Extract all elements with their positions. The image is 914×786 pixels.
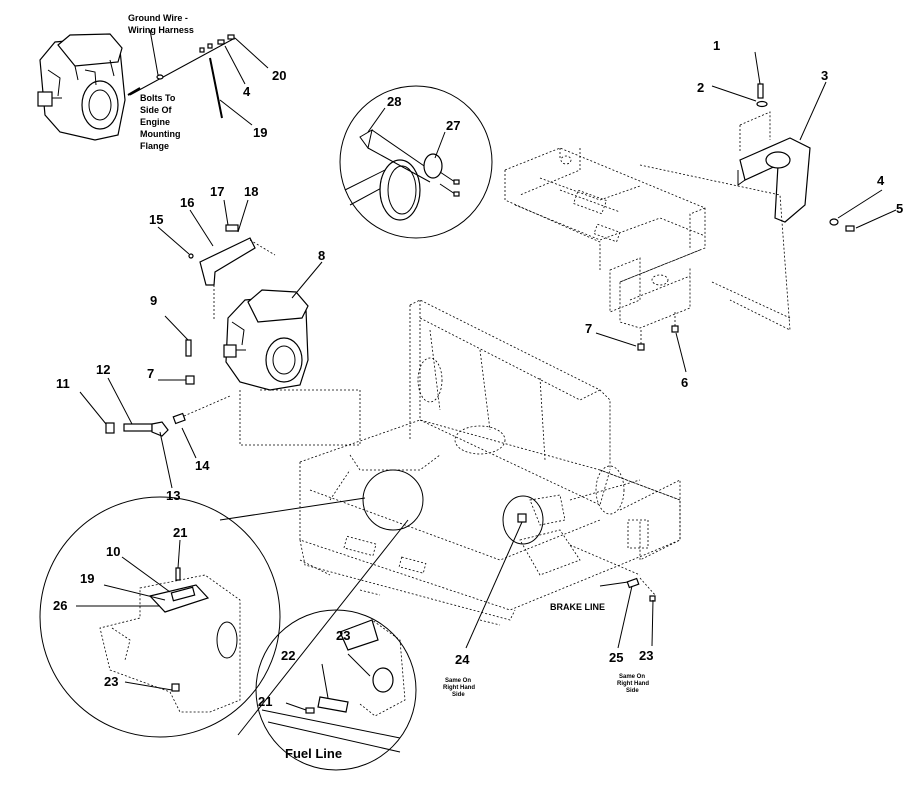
callout-17: 17 (210, 184, 224, 199)
callout-11: 11 (56, 376, 70, 391)
note-bolts-line2: Side Of (140, 105, 173, 115)
callout-19b: 19 (80, 571, 94, 586)
note-ground-wire-line1: Ground Wire - (128, 13, 188, 23)
note-bolts-line4: Mounting (140, 129, 180, 139)
callout-23c: 23 (639, 648, 653, 663)
brake-line-group (569, 544, 657, 649)
callout-18: 18 (244, 184, 258, 199)
callout-21b: 21 (258, 694, 272, 709)
callout-28: 28 (387, 94, 401, 109)
callout-1: 1 (713, 38, 720, 53)
detail-circle-fuel-line (255, 609, 417, 771)
note-bolts-line1: Bolts To (140, 93, 176, 103)
callout-24: 24 (455, 652, 470, 667)
callout-7: 7 (585, 321, 592, 336)
callout-5: 5 (896, 201, 903, 216)
callout-25: 25 (609, 650, 623, 665)
note-same-on-b3: Side (626, 688, 639, 694)
note-same-on-a2: Right Hand (443, 685, 475, 691)
note-ground-wire-line2: Wiring Harness (128, 25, 194, 35)
note-same-on-b1: Same On (619, 674, 645, 680)
callout-8: 8 (318, 248, 325, 263)
callout-23a: 23 (104, 674, 118, 689)
engine-cover-part3 (639, 51, 897, 331)
note-bolts-line5: Flange (140, 141, 169, 151)
callout-10: 10 (106, 544, 120, 559)
callout-23b: 23 (336, 628, 350, 643)
ground-wire-assembly (127, 29, 269, 126)
callout-20: 20 (272, 68, 286, 83)
callout-16: 16 (180, 195, 194, 210)
note-same-on-a3: Side (452, 692, 465, 698)
callout-7b: 7 (147, 366, 154, 381)
callout-26: 26 (53, 598, 67, 613)
callout-4: 4 (877, 173, 885, 188)
callout-2: 2 (697, 80, 704, 95)
fuel-filter-line-group (79, 315, 361, 489)
upper-frame-assembly (504, 147, 706, 329)
note-bolts-line3: Engine (140, 117, 170, 127)
callout-9: 9 (150, 293, 157, 308)
engine-top-left (37, 33, 126, 141)
callout-15: 15 (149, 212, 163, 227)
callout-27: 27 (446, 118, 460, 133)
fasteners-6-7 (595, 312, 687, 373)
main-frame-chassis (299, 299, 681, 626)
callout-22: 22 (281, 648, 295, 663)
fuel-tank-bracket-16 (157, 199, 276, 320)
note-brake-line: BRAKE LINE (550, 602, 605, 612)
detail-circle-bracket (39, 469, 424, 738)
callout-4b: 4 (243, 84, 251, 99)
callout-3: 3 (821, 68, 828, 83)
callout-13: 13 (166, 488, 180, 503)
callout-12: 12 (96, 362, 110, 377)
detail-circle-exhaust (339, 85, 493, 239)
engine-middle-part8 (223, 261, 323, 391)
callout-21: 21 (173, 525, 187, 540)
callout-6: 6 (681, 375, 688, 390)
part24-hub (465, 495, 544, 649)
note-same-on-b2: Right Hand (617, 681, 649, 687)
note-fuel-line: Fuel Line (285, 746, 342, 761)
callout-14: 14 (195, 458, 210, 473)
callout-19: 19 (253, 125, 267, 140)
note-same-on-a1: Same On (445, 678, 471, 684)
